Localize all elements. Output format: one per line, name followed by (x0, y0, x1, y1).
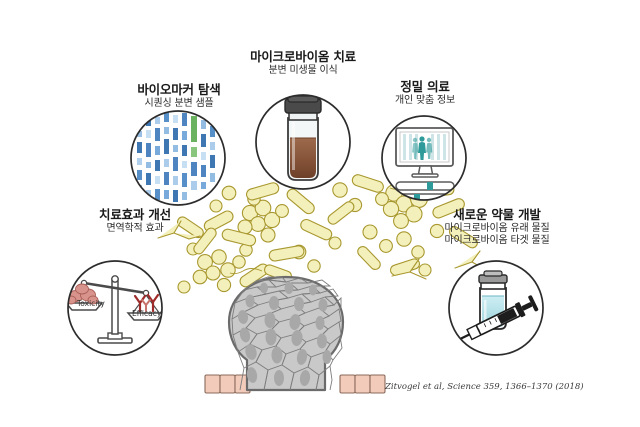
label-treatment-efficacy-title: 치료효과 개선 (99, 207, 171, 222)
sequencing-heatmap-icon (131, 111, 225, 205)
label-drug-development-title: 새로운 약물 개발 (453, 207, 541, 222)
label-biomarker-title: 바이오마커 탐색 (137, 82, 221, 97)
tumor-mass-illustration (204, 275, 386, 394)
microbiome-therapy-node-circle (255, 94, 351, 190)
balance-scale-icon (68, 261, 162, 355)
label-microbiome-therapy-title: 마이크로바이옴 치료 (250, 49, 356, 64)
drug-development-node-circle (448, 260, 544, 356)
tumor-cell-mosaic (231, 276, 343, 391)
efficacy-antibodies (133, 293, 160, 313)
sequencing-node-circle (130, 110, 226, 206)
label-precision-medicine-subtitle: 개인 맞춤 정보 (395, 94, 455, 106)
tumor-cell-nuclei (237, 282, 332, 386)
label-precision-medicine: 정밀 의료 개인 맞춤 정보 (369, 79, 481, 107)
citation-text: Zitvogel et al, Science 359, 1366–1370 (… (385, 382, 584, 392)
computer-monitor-icon (382, 116, 466, 200)
fecal-sample-vial-icon (256, 95, 350, 189)
label-drug-development: 새로운 약물 개발 마이크로바이옴 유래 물질 마이크로바이옴 타겟 물질 (421, 207, 573, 246)
drug-vial-syringe-icon (449, 261, 543, 355)
label-biomarker: 바이오마커 탐색 시퀀싱 분변 샘플 (109, 82, 249, 110)
treatment-efficacy-node-circle (67, 260, 163, 356)
label-precision-medicine-title: 정밀 의료 (400, 79, 450, 94)
label-treatment-efficacy: 치료효과 개선 면역학적 효과 (73, 207, 197, 235)
toxicity-label: Toxicity (77, 299, 105, 308)
label-microbiome-therapy-subtitle: 분변 미생물 이식 (268, 64, 338, 76)
epithelium-layer (204, 374, 386, 394)
rod-bacteria (176, 174, 478, 288)
efficacy-label: Efficacy (132, 309, 162, 318)
human-figures (412, 136, 433, 160)
coccus-cluster-lower-left (186, 242, 246, 293)
label-drug-development-subtitle: 마이크로바이옴 유래 물질 (444, 222, 550, 234)
label-treatment-efficacy-subtitle: 면역학적 효과 (106, 222, 164, 234)
label-biomarker-subtitle: 시퀀싱 분변 샘플 (144, 97, 214, 109)
label-drug-development-subtitle2: 마이크로바이옴 타겟 물질 (444, 234, 550, 246)
precision-medicine-node-circle (381, 115, 467, 201)
label-microbiome-therapy: 마이크로바이옴 치료 분변 미생물 이식 (228, 49, 378, 77)
